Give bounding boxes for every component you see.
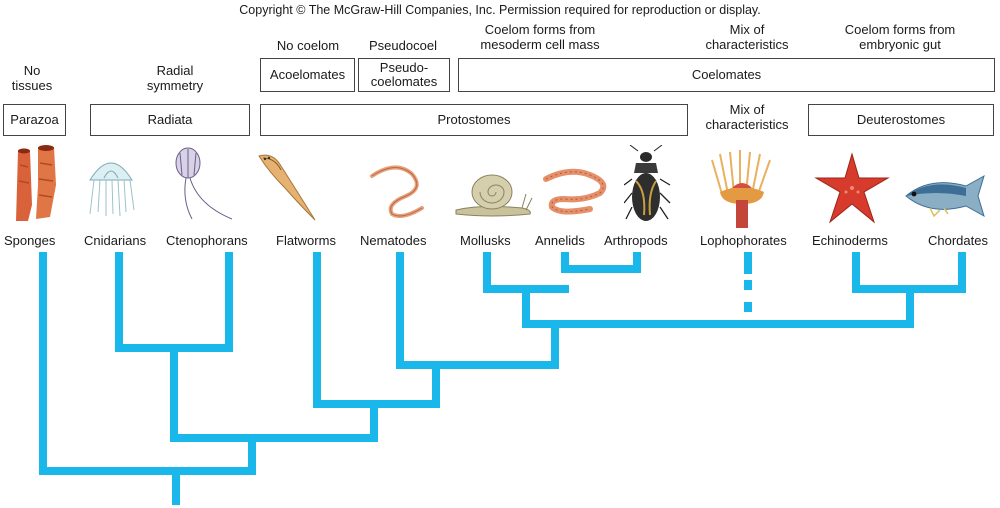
label-nematodes: Nematodes: [360, 233, 427, 248]
label-cnidarians: Cnidarians: [84, 233, 147, 248]
header-coelom-mesoderm-line2: mesoderm cell mass: [480, 37, 600, 52]
header-no-tissues: No tissues: [2, 63, 62, 93]
header-radial-symmetry-line1: Radial: [156, 63, 194, 78]
ctenophore-illustration: [175, 147, 233, 220]
header-pseudocoel: Pseudocoel: [369, 38, 437, 53]
header-coelom-mesoderm: Coelom forms from mesoderm cell mass: [470, 22, 610, 52]
box-pseudocoelomates: Pseudo- coelomates: [358, 58, 450, 92]
header-coelom-gut-line2: embryonic gut: [859, 37, 941, 52]
header-no-coelom: No coelom: [276, 38, 340, 53]
label-echinoderms: Echinoderms: [812, 233, 888, 248]
jellyfish-illustration: [89, 162, 135, 217]
label-mollusks: Mollusks: [460, 233, 511, 248]
header-mix-mid-line2: characteristics: [705, 117, 789, 132]
header-mix-top-line1: Mix of: [729, 22, 765, 37]
box-protostomes: Protostomes: [260, 104, 688, 136]
label-sponges: Sponges: [4, 233, 56, 248]
annelid-illustration: [543, 168, 607, 215]
lophophorate-illustration: [711, 150, 771, 228]
header-no-tissues-line1: No: [23, 63, 41, 78]
header-no-tissues-line2: tissues: [11, 78, 53, 93]
header-mix-mid-line1: Mix of: [729, 102, 765, 117]
label-chordates: Chordates: [928, 233, 988, 248]
box-coelomates: Coelomates: [458, 58, 995, 92]
box-radiata: Radiata: [90, 104, 250, 136]
box-deuterostomes: Deuterostomes: [808, 104, 994, 136]
label-annelids: Annelids: [535, 233, 585, 248]
header-mix-top: Mix of characteristics: [692, 22, 802, 52]
snail-illustration: [455, 174, 533, 217]
box-acoelomates: Acoelomates: [260, 58, 355, 92]
starfish-illustration: [814, 152, 890, 224]
header-radial-symmetry: Radial symmetry: [120, 63, 230, 93]
label-arthropods: Arthropods: [604, 233, 668, 248]
label-flatworms: Flatworms: [276, 233, 336, 248]
box-pseudocoelomates-line2: coelomates: [370, 74, 438, 89]
fish-illustration: [905, 174, 985, 218]
header-radial-symmetry-line2: symmetry: [146, 78, 204, 93]
header-coelom-gut: Coelom forms from embryonic gut: [830, 22, 970, 52]
label-lophophorates: Lophophorates: [700, 233, 787, 248]
header-coelom-gut-line1: Coelom forms from: [844, 22, 956, 37]
flatworm-illustration: [258, 154, 316, 221]
sponge-illustration: [16, 145, 56, 221]
box-pseudocoelomates-line1: Pseudo-: [379, 60, 429, 75]
beetle-illustration: [624, 145, 671, 221]
box-parazoa: Parazoa: [3, 104, 66, 136]
copyright-notice: Copyright © The McGraw-Hill Companies, I…: [239, 3, 761, 17]
header-coelom-mesoderm-line1: Coelom forms from: [484, 22, 596, 37]
header-mix-mid: Mix of characteristics: [692, 102, 802, 132]
nematode-illustration: [370, 165, 424, 218]
label-ctenophorans: Ctenophorans: [166, 233, 248, 248]
header-mix-top-line2: characteristics: [705, 37, 789, 52]
